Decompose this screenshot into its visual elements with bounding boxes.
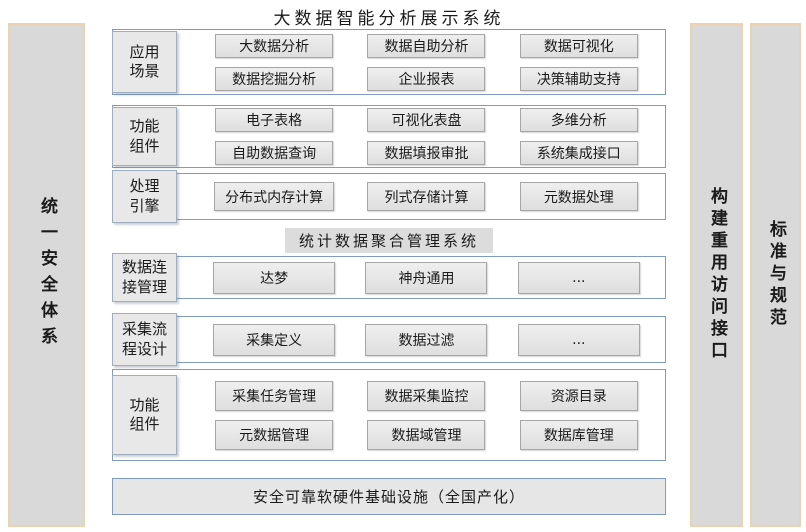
row-items: 采集任务管理 数据采集监控 资源目录 元数据管理 数据域管理 数据库管理 xyxy=(198,370,655,460)
row-label-line: 处理 xyxy=(129,177,160,195)
row-label-function-components-top: 功能 组件 xyxy=(112,107,177,166)
item-box: ... xyxy=(517,323,640,356)
row-label-data-connection-management: 数据连 接管理 xyxy=(112,253,177,302)
sidebar-standards-specifications-label: 标准与规范 xyxy=(766,220,786,330)
row-application-scenarios: 应用 场景 大数据分析 数据自助分析 数据可视化 数据挖掘分析 企业报表 决策辅… xyxy=(112,29,666,95)
row-label-line: 组件 xyxy=(129,415,160,433)
row-label-processing-engine: 处理 引擎 xyxy=(112,170,177,223)
item-box: 系统集成接口 xyxy=(519,141,638,165)
row-collection-process-design: 采集流 程设计 采集定义 数据过滤 ... xyxy=(112,313,666,366)
item-box: 数据填报审批 xyxy=(367,141,486,165)
title-bigdata-analysis-system: 大数据智能分析展示系统 xyxy=(273,9,505,29)
item-box: 元数据管理 xyxy=(215,419,334,450)
row-label-line: 数据连 xyxy=(121,258,167,276)
item-box: 神舟通用 xyxy=(365,261,488,294)
item-box: 资源目录 xyxy=(519,380,638,411)
title-statistical-aggregation-system: 统计数据聚合管理系统 xyxy=(284,228,493,253)
item-box: ... xyxy=(517,261,640,294)
row-label-line: 接管理 xyxy=(121,277,167,296)
row-items: 采集定义 数据过滤 ... xyxy=(198,317,655,362)
item-box: 数据自助分析 xyxy=(367,33,486,58)
sidebar-reusable-access-interface-label: 构建重用访问接口 xyxy=(707,187,727,363)
row-label-line: 程设计 xyxy=(121,339,167,358)
item-box: 采集定义 xyxy=(213,323,336,356)
row-label-line: 采集流 xyxy=(121,320,167,338)
item-box: 达梦 xyxy=(213,261,336,294)
row-items: 电子表格 可视化表盘 多维分析 自助数据查询 数据填报审批 系统集成接口 xyxy=(198,106,655,167)
item-box: 决策辅助支持 xyxy=(519,66,638,91)
item-box: 可视化表盘 xyxy=(367,108,486,132)
main-column: 大数据智能分析展示系统 应用 场景 大数据分析 数据自助分析 数据可视化 数据挖… xyxy=(112,0,666,532)
bar-infrastructure: 安全可靠软硬件基础设施（全国产化） xyxy=(112,478,666,515)
item-box: 数据库管理 xyxy=(519,419,638,450)
row-label-line: 引擎 xyxy=(129,196,160,215)
row-items: 分布式内存计算 列式存储计算 元数据处理 xyxy=(198,174,655,219)
row-label-line: 应用 xyxy=(129,42,160,61)
item-box: 多维分析 xyxy=(519,108,638,132)
row-data-connection-management: 数据连 接管理 达梦 神舟通用 ... xyxy=(112,253,666,302)
item-box: 数据域管理 xyxy=(367,419,486,450)
item-box: 列式存储计算 xyxy=(367,182,486,211)
row-label-line: 场景 xyxy=(129,62,160,80)
row-label-line: 组件 xyxy=(129,136,160,155)
item-box: 采集任务管理 xyxy=(215,380,334,411)
sidebar-unified-security-label: 统一安全体系 xyxy=(37,197,57,353)
row-label-line: 功能 xyxy=(129,395,160,414)
item-box: 数据挖掘分析 xyxy=(215,66,334,91)
item-box: 自助数据查询 xyxy=(215,141,334,165)
row-label-line: 功能 xyxy=(129,117,160,135)
item-box: 数据采集监控 xyxy=(367,380,486,411)
title-statistical-aggregation-wrap: 统计数据聚合管理系统 xyxy=(112,228,666,253)
sidebar-unified-security: 统一安全体系 xyxy=(8,23,85,527)
item-box: 企业报表 xyxy=(367,66,486,91)
row-items: 达梦 神舟通用 ... xyxy=(198,257,655,298)
item-box: 数据过滤 xyxy=(365,323,488,356)
row-label-collection-process-design: 采集流 程设计 xyxy=(112,313,177,366)
item-box: 数据可视化 xyxy=(519,33,638,58)
sidebar-standards-specifications: 标准与规范 xyxy=(750,23,801,527)
row-function-components-top: 功能 组件 电子表格 可视化表盘 多维分析 自助数据查询 数据填报审批 系统集成… xyxy=(112,105,666,168)
row-function-components-bottom: 功能 组件 采集任务管理 数据采集监控 资源目录 元数据管理 数据域管理 数据库… xyxy=(112,369,666,461)
item-box: 电子表格 xyxy=(215,108,334,132)
row-label-function-components-bottom: 功能 组件 xyxy=(112,375,177,455)
item-box: 元数据处理 xyxy=(519,182,638,211)
row-processing-engine: 处理 引擎 分布式内存计算 列式存储计算 元数据处理 xyxy=(112,170,666,223)
item-box: 大数据分析 xyxy=(215,33,334,58)
row-label-application-scenarios: 应用 场景 xyxy=(112,31,177,93)
item-box: 分布式内存计算 xyxy=(214,182,335,211)
sidebar-reusable-access-interface: 构建重用访问接口 xyxy=(690,23,743,527)
row-items: 大数据分析 数据自助分析 数据可视化 数据挖掘分析 企业报表 决策辅助支持 xyxy=(198,30,655,94)
